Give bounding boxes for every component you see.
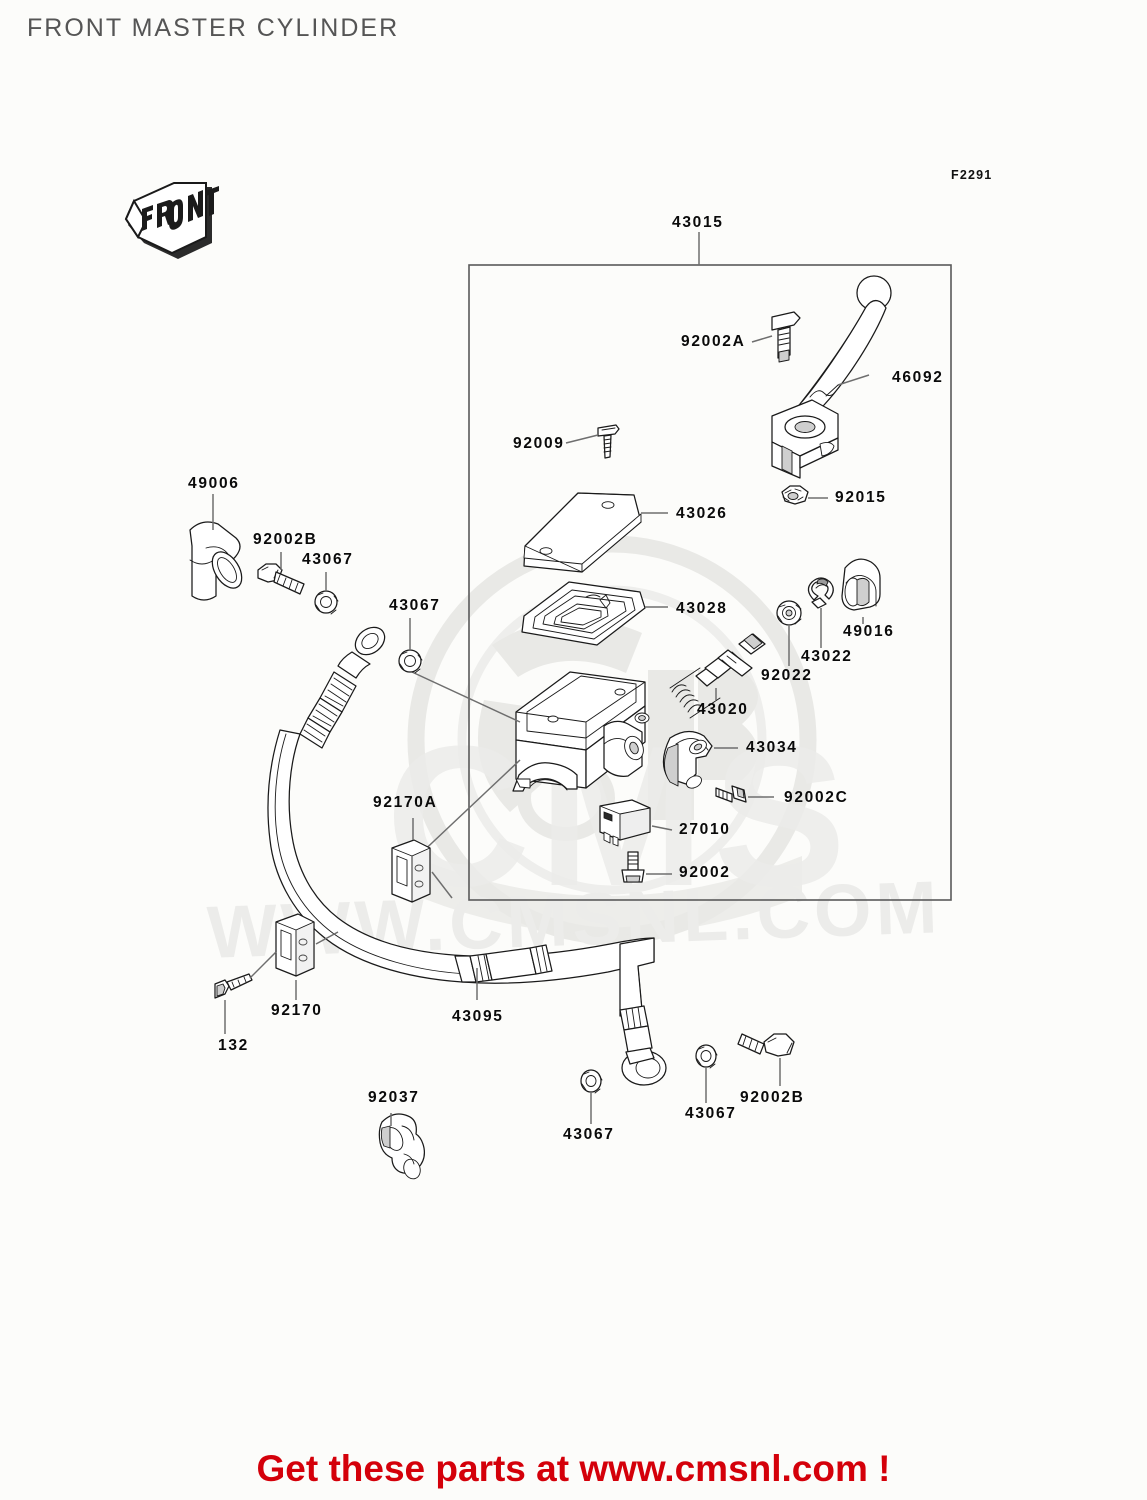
leader-92170A-body [415, 759, 521, 859]
leader-92170-hose [315, 931, 339, 945]
part-label-46092: 46092 [892, 369, 944, 386]
part-92015-nut [781, 485, 809, 505]
part-label-43095: 43095 [452, 1008, 504, 1025]
part-43034-clamp [662, 730, 713, 789]
part-label-49006: 49006 [188, 475, 240, 492]
part-label-43015: 43015 [672, 214, 724, 231]
part-92037-clamp [378, 1113, 425, 1180]
part-92022-washer [776, 600, 802, 626]
part-27010-brake-switch [599, 799, 651, 847]
leader-92002A [751, 335, 773, 343]
assembly-boundary-box [468, 264, 952, 901]
part-43067-washer-d [695, 1044, 718, 1069]
leader-92009 [565, 434, 599, 444]
part-43028-diaphragm [521, 581, 646, 646]
part-label-132: 132 [218, 1037, 249, 1054]
part-49016-dust-cap [841, 558, 881, 611]
part-label-92002: 92002 [679, 864, 731, 881]
part-label-92170A: 92170A [373, 794, 438, 811]
part-92009-screw [597, 424, 620, 459]
part-43067-washer-c [580, 1069, 603, 1094]
part-label-43020: 43020 [697, 701, 749, 718]
part-92002B-bolt-left [257, 563, 305, 595]
part-43020-piston-assembly [669, 633, 766, 719]
part-49006-elbow-fitting [189, 521, 243, 601]
part-43067-washer-b [398, 649, 423, 674]
part-label-27010: 27010 [679, 821, 731, 838]
part-label-92022: 92022 [761, 667, 813, 684]
part-132-screw [214, 973, 253, 999]
leader-43067-left [411, 671, 521, 723]
part-label-43067-b: 43067 [389, 597, 441, 614]
part-label-43028: 43028 [676, 600, 728, 617]
leader-27010 [651, 825, 673, 831]
page-title: FRONT MASTER CYLINDER [27, 14, 400, 42]
part-label-43067-a: 43067 [302, 551, 354, 568]
part-92002A-bolt [771, 311, 801, 363]
part-92002B-bolt-bottom [737, 1033, 795, 1057]
part-92170-clamp [275, 913, 315, 977]
master-cylinder-body [512, 671, 650, 792]
part-label-92170: 92170 [271, 1002, 323, 1019]
part-label-43022: 43022 [801, 648, 853, 665]
parts-diagram: .ln { fill:none; stroke:#1a1a1a; stroke-… [124, 182, 952, 1180]
leader-92170A-hose [431, 871, 453, 899]
leader-46092 [837, 374, 870, 386]
part-46092-brake-lever [771, 275, 892, 479]
part-43095-brake-hose [267, 626, 667, 1086]
front-arrow-icon [124, 182, 219, 259]
part-label-43067-c: 43067 [563, 1126, 615, 1143]
part-43067-washer-a [314, 590, 339, 615]
part-43022-circlip [807, 577, 834, 609]
part-label-92002C: 92002C [784, 789, 849, 806]
part-43026-reservoir-cap [523, 492, 642, 573]
part-label-92002A: 92002A [681, 333, 746, 350]
part-92002-bolt [621, 851, 645, 883]
part-label-49016: 49016 [843, 623, 895, 640]
part-92002C-bolt [715, 785, 747, 803]
part-label-43026: 43026 [676, 505, 728, 522]
part-label-43034: 43034 [746, 739, 798, 756]
footer-call-to-action[interactable]: Get these parts at www.cmsnl.com ! [256, 1448, 891, 1489]
part-label-43067-d: 43067 [685, 1105, 737, 1122]
part-label-92002B: 92002B [253, 531, 318, 548]
part-label-92009: 92009 [513, 435, 565, 452]
part-92170A-clamp [391, 839, 431, 903]
part-label-92015: 92015 [835, 489, 887, 506]
part-label-92002B-bottom: 92002B [740, 1089, 805, 1106]
leader-132-clamp [249, 951, 277, 979]
part-label-92037: 92037 [368, 1089, 420, 1106]
sheet-code: F2291 [951, 168, 993, 182]
